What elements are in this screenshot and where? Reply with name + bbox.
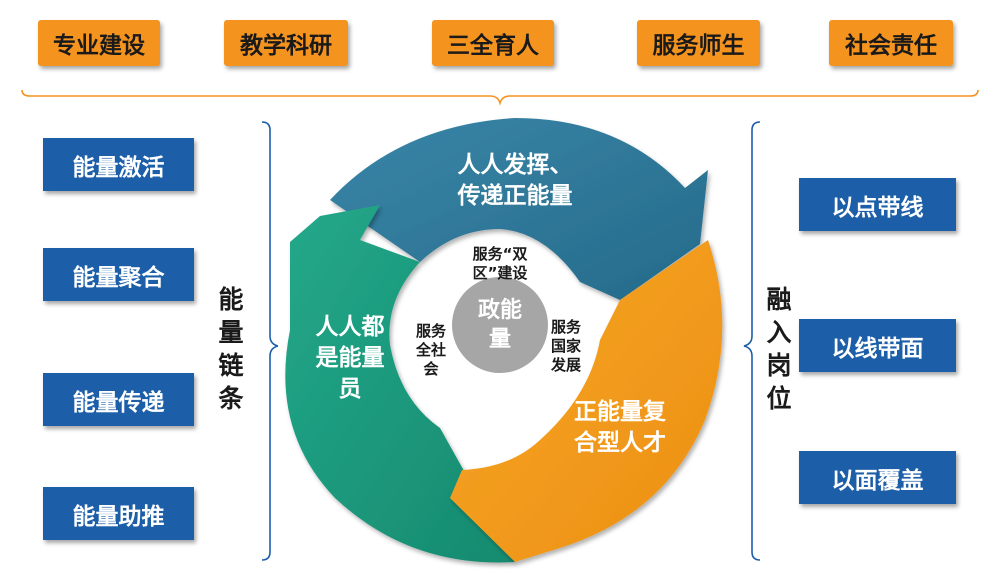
right-label-char: 岗 [766, 351, 792, 380]
category-box-3: 三全育人 [432, 20, 554, 66]
green-arrow-line: 员 [338, 376, 362, 402]
right-item-1: 以点带线 [799, 178, 956, 231]
left-vertical-label: 能 量 链 条 [211, 283, 251, 415]
inner-right-line: 服务 [550, 318, 581, 336]
left-item-1: 能量激活 [43, 138, 194, 191]
right-label-char: 入 [766, 318, 792, 347]
top-brace [21, 89, 979, 106]
inner-top-text: 服务“双 区”建设 [455, 245, 545, 283]
center-text: 政能 量 [460, 296, 540, 354]
green-arrow-line: 人人都 [315, 314, 385, 340]
category-box-1: 专业建设 [38, 20, 160, 66]
blue-arrow [330, 118, 708, 300]
right-vertical-label: 融 入 岗 位 [759, 283, 799, 415]
left-item-3: 能量传递 [43, 373, 194, 426]
left-label-char: 条 [218, 384, 244, 413]
inner-left-line: 会 [423, 360, 439, 378]
orange-arrow-text: 正能量复 合型人才 [560, 397, 680, 459]
inner-right-line: 国家 [550, 337, 581, 355]
left-brace [261, 121, 279, 561]
category-box-2: 教学科研 [224, 20, 348, 66]
inner-top-line: 区”建设 [472, 264, 528, 282]
left-label-char: 链 [218, 351, 244, 380]
right-item-2: 以线带面 [799, 319, 956, 372]
green-arrow-text: 人人都 是能量 员 [305, 312, 395, 405]
right-label-char: 融 [766, 285, 792, 314]
left-item-4: 能量助推 [43, 487, 194, 540]
orange-arrow-line: 合型人才 [574, 430, 666, 456]
left-label-char: 能 [218, 285, 244, 314]
blue-arrow-line: 人人发挥、 [457, 152, 573, 178]
inner-left-line: 全社 [415, 341, 446, 359]
inner-left-line: 服务 [415, 322, 446, 340]
center-line: 政能 [477, 298, 522, 323]
center-line: 量 [488, 327, 511, 352]
center-circle [452, 277, 548, 373]
green-arrow-line: 是能量 [315, 345, 385, 371]
orange-arrow [450, 240, 723, 562]
inner-right-text: 服务 国家 发展 [545, 318, 587, 375]
inner-top-line: 服务“双 [472, 245, 528, 263]
blue-arrow-text: 人人发挥、 传递正能量 [430, 150, 600, 212]
left-item-2: 能量聚合 [43, 248, 194, 301]
category-box-5: 社会责任 [829, 20, 953, 66]
orange-arrow-line: 正能量复 [574, 399, 666, 425]
right-brace [743, 121, 761, 561]
right-label-char: 位 [766, 384, 792, 413]
green-arrow [285, 205, 515, 563]
inner-left-text: 服务 全社 会 [410, 322, 452, 379]
blue-arrow-line: 传递正能量 [457, 183, 573, 209]
right-item-3: 以面覆盖 [799, 451, 956, 504]
category-box-4: 服务师生 [637, 20, 760, 66]
left-label-char: 量 [218, 318, 244, 347]
inner-right-line: 发展 [550, 356, 581, 374]
